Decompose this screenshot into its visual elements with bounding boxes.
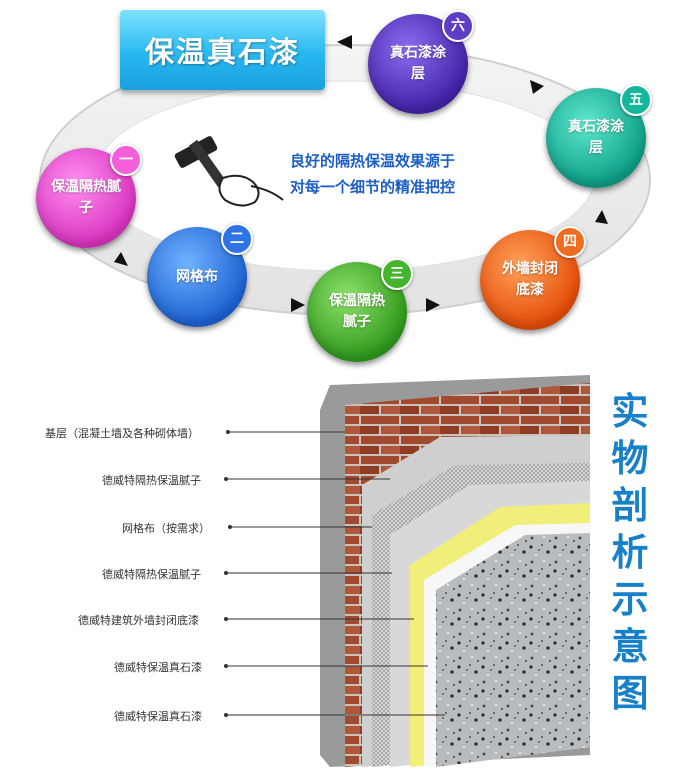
side-title-char: 图 bbox=[611, 672, 649, 715]
layer-label-7: 德威特保温真石漆 bbox=[114, 710, 202, 723]
arrow-icon bbox=[114, 252, 128, 266]
arrow-icon bbox=[595, 210, 608, 224]
step-4-badge: 四 bbox=[554, 226, 586, 258]
step-3-badge: 三 bbox=[381, 258, 413, 290]
step-1-label: 保温隔热腻子 bbox=[51, 179, 121, 216]
slogan-line-1: 良好的隔热保温效果源于 bbox=[290, 152, 456, 170]
step-5: 真石漆涂层 五 bbox=[546, 84, 652, 188]
side-title-char: 实 bbox=[611, 390, 649, 433]
process-title-box: 保温真石漆 bbox=[120, 10, 325, 90]
side-title-char: 物 bbox=[611, 437, 649, 480]
step-6: 真石漆涂层 六 bbox=[368, 10, 474, 114]
step-3-label: 保温隔热腻子 bbox=[329, 293, 385, 330]
arrow-icon bbox=[530, 80, 544, 94]
step-3: 保温隔热腻子 三 bbox=[307, 258, 413, 362]
step-2: 网格布 二 bbox=[147, 223, 253, 327]
step-2-badge: 二 bbox=[221, 223, 253, 255]
step-5-badge: 五 bbox=[620, 84, 652, 116]
side-title-char: 剖 bbox=[611, 484, 649, 527]
step-1-badge: 一 bbox=[110, 144, 142, 176]
layer-label-4: 德威特隔热保温腻子 bbox=[102, 568, 201, 581]
side-title-char: 示 bbox=[611, 578, 649, 621]
layer-label-6: 德威特保温真石漆 bbox=[114, 661, 202, 674]
wall-section-diagram bbox=[224, 375, 590, 767]
arrow-icon bbox=[426, 298, 440, 312]
step-5-label: 真石漆涂层 bbox=[568, 119, 624, 156]
layer-label-1: 基层（混凝土墙及各种砌体墙） bbox=[45, 427, 199, 440]
hammer-hand-icon bbox=[174, 136, 284, 207]
step-6-badge: 六 bbox=[442, 10, 474, 42]
step-4-label: 外墙封闭底漆 bbox=[502, 261, 558, 298]
step-4: 外墙封闭底漆 四 bbox=[480, 226, 586, 330]
side-title-char: 意 bbox=[611, 625, 649, 668]
layer-label-3: 网格布（按需求） bbox=[122, 522, 210, 535]
process-flow: 保温真石漆 良好的隔热保温效果源于 对每一个细节的精准把控 保温隔热腻子 一 网… bbox=[0, 0, 685, 375]
arrow-icon bbox=[337, 35, 352, 49]
layer-label-5: 德威特建筑外墙封闭底漆 bbox=[78, 614, 199, 627]
step-2-label: 网格布 bbox=[176, 268, 218, 285]
step-1: 保温隔热腻子 一 bbox=[36, 144, 142, 248]
process-title: 保温真石漆 bbox=[144, 35, 300, 69]
side-title-char: 析 bbox=[611, 531, 649, 574]
slogan-line-2: 对每一个细节的精准把控 bbox=[290, 178, 456, 196]
arrow-icon bbox=[291, 298, 305, 312]
layer-label-2: 德威特隔热保温腻子 bbox=[102, 474, 201, 487]
step-6-label: 真石漆涂层 bbox=[390, 45, 446, 82]
slogan: 良好的隔热保温效果源于 对每一个细节的精准把控 bbox=[290, 148, 530, 200]
